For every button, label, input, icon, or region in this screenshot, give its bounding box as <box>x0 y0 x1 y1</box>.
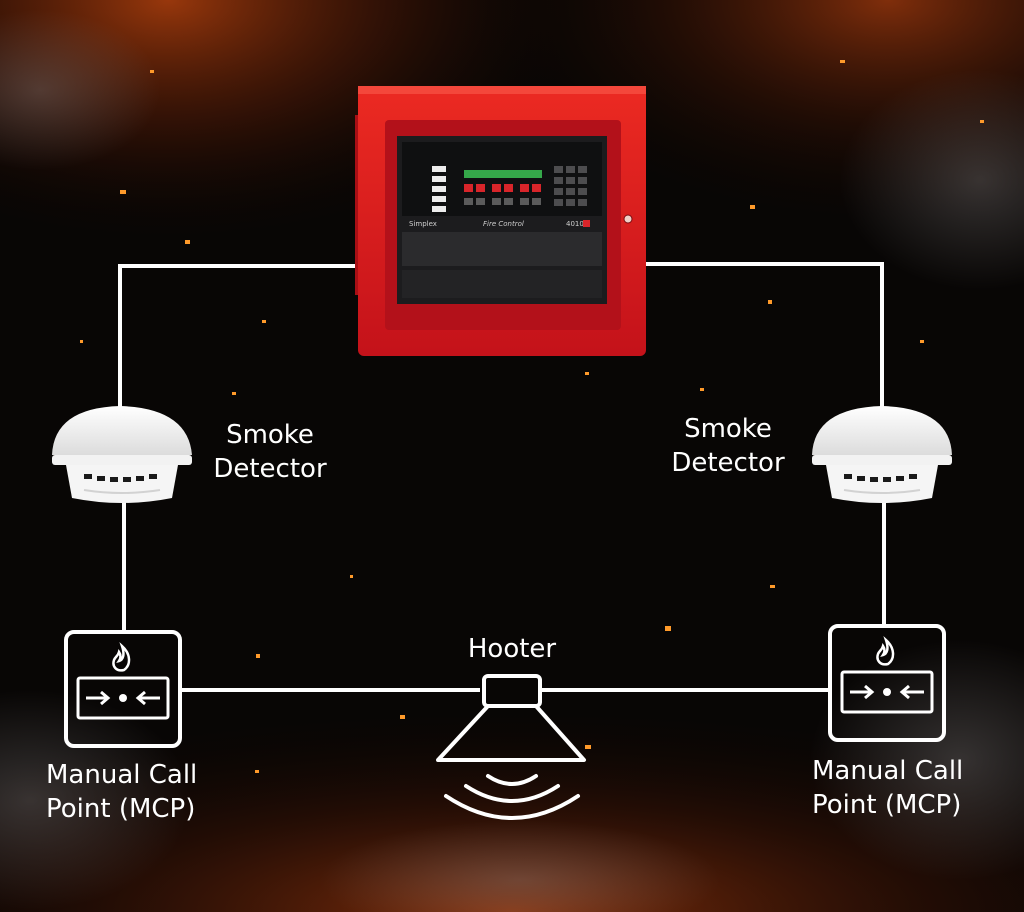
label-line: Detector <box>671 448 785 478</box>
panel-keypad <box>554 166 587 206</box>
wire-right <box>645 262 884 410</box>
hooter-icon <box>436 674 586 820</box>
label-line: Detector <box>213 454 327 484</box>
fire-alarm-control-panel: Simplex Fire Control 4010 <box>355 86 646 356</box>
panel-led-column <box>432 166 446 212</box>
hooter-label: Hooter <box>467 634 557 664</box>
panel-lock-icon <box>623 214 633 224</box>
wire-left <box>118 264 356 410</box>
label-line: Point (MCP) <box>46 794 196 824</box>
label-line: Manual Call <box>46 760 198 790</box>
manual-call-point-left-icon <box>64 630 182 748</box>
smoke-detector-left-icon <box>52 406 192 503</box>
panel-label: Fire Control <box>483 220 524 228</box>
label-line: Smoke <box>226 420 314 450</box>
ember-particles <box>80 60 984 773</box>
label-line: Manual Call <box>812 756 964 786</box>
label-line: Smoke <box>684 414 772 444</box>
flame-icon <box>112 641 131 672</box>
smoke-detector-left-label: Smoke Detector <box>205 418 335 486</box>
mcp-right-label: Manual Call Point (MCP) <box>812 754 963 822</box>
manual-call-point-right-icon <box>828 624 946 742</box>
wiring-loop <box>118 262 886 692</box>
mcp-left-label: Manual Call Point (MCP) <box>46 758 197 826</box>
panel-brand: Simplex <box>409 220 437 228</box>
smoke-detector-right-icon <box>812 406 952 503</box>
panel-model: 4010 <box>566 220 584 228</box>
smoke-detector-right-label: Smoke Detector <box>663 412 793 480</box>
panel-function-keys <box>464 184 541 205</box>
label-line: Point (MCP) <box>812 790 962 820</box>
flame-icon <box>876 635 895 666</box>
